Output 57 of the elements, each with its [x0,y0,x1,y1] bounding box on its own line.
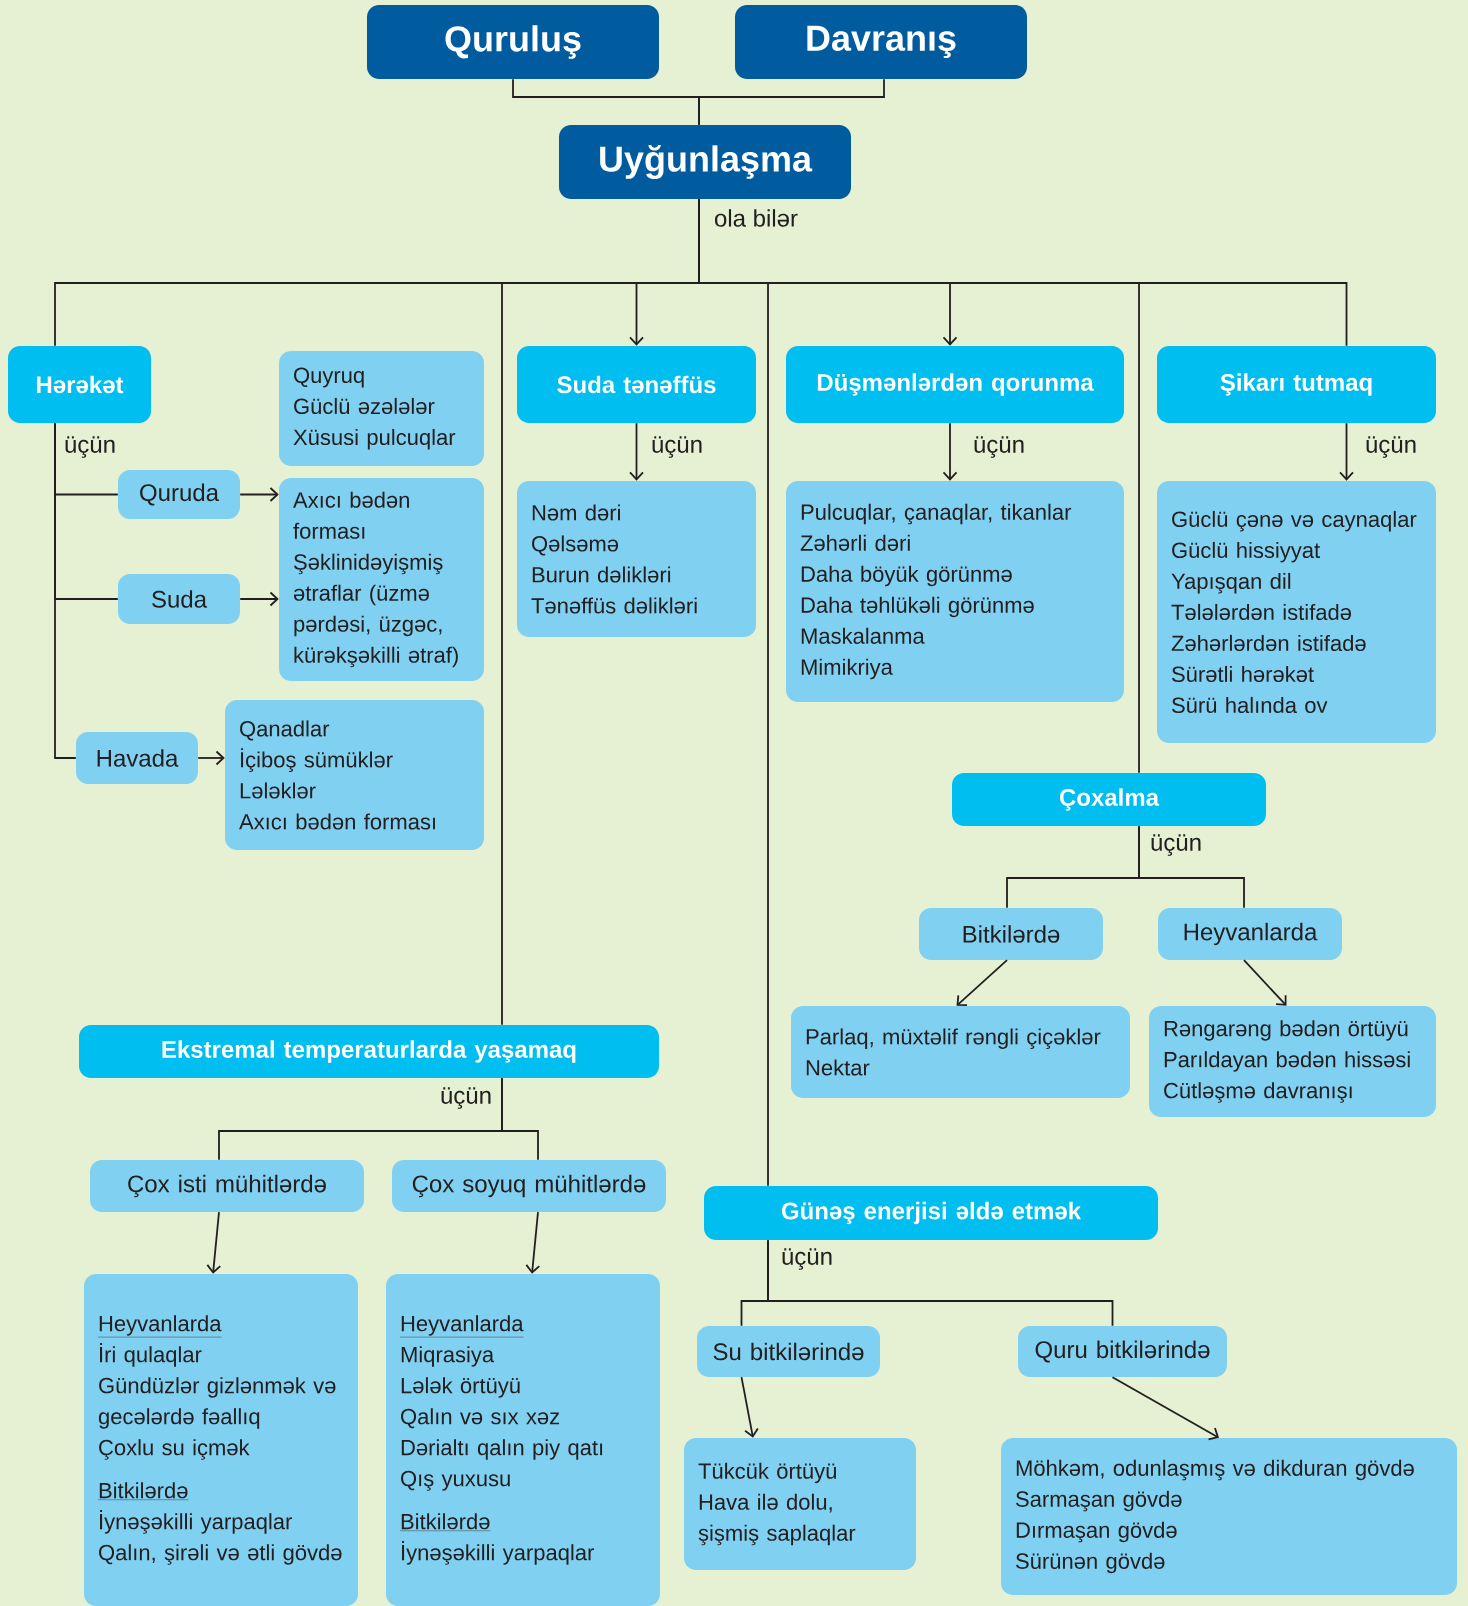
branch-label: ola bilər [713,208,800,228]
connector [740,1376,759,1438]
branch-label: üçün [63,435,117,459]
category-box: Havada [76,732,198,784]
list-box: Heyvanlarda İri qulaqlar Gündüzlər gizlənmək və gecələrdə fəallıq Çoxlu su içmək Bitkilərdə İynəşəkilli yarpaqlar Qalın, şirəli və ətli gövdə [84,1274,358,1606]
heading-box: Çoxalma [952,773,1266,826]
title-box: Quruluş [367,5,659,79]
edge-label: üçün [650,435,705,459]
connector [501,1077,539,1161]
list-box: Heyvanlarda Miqrasiya Lələk örtüyü Qalın və sıx xəz Dərialtı qalın piy qatı Qış yuxusu Bitkilərdə İynəşəkilli yarpaqlar [386,1274,660,1606]
category-box: Quru bitkilərində [1018,1326,1227,1377]
list-box: Pulcuqlar, çanaqlar, tikanlar Zəhərli dəri Daha böyük görünmə Daha təhlükəli görünmə Maskalanma Mimikriya [786,481,1124,702]
list-box: Tükcük örtüyü Hava ilə dolu, şişmiş saplaqlar [684,1438,916,1570]
category-box: Quruda [118,470,240,519]
connector [767,1239,1114,1327]
list-box: Güclü çənə və caynaqlar Güclü hissiyyat Yapışqan dil Tələlərdən istifadə Zəhərlərdən istifadə Sürətli hərəkət Sürü halında ov [1157,481,1436,743]
list-box: Rəngarəng bədən örtüyü Parıldayan bədən hissəsi Cütləşmə davranışı [1149,1006,1436,1117]
list-box: Axıcı bədən forması Şəklinidəyişmiş ətraflar (üzmə pərdəsi, üzgəc, kürəkşəkilli ətraf) [279,478,484,681]
connector [942,422,958,481]
category-box: Suda [118,574,240,624]
heading-box: Günəş enerjisi əldə etmək [704,1186,1158,1240]
heading-box: Suda tənəffüs [517,346,756,423]
connector [1138,825,1245,909]
connector [239,487,279,502]
category-box: Heyvanlarda [1158,908,1342,960]
connector [698,198,1140,774]
branch-label: üçün [780,1247,835,1271]
category-box: Bitkilərdə [919,908,1103,960]
list-box: Parlaq, müxtəlif rəngli çiçəklər Nektar [791,1006,1130,1098]
title-box: Davranış [735,5,1027,79]
connector [197,750,225,766]
connector [206,1211,222,1274]
category-box: Çox isti mühitlərdə [90,1160,364,1212]
heading-box: Düşmənlərdən qorunma [786,346,1124,423]
category-box: Çox soyuq mühitlərdə [392,1160,666,1212]
connector [629,422,644,481]
heading-box: Şikarı tutmaq [1157,346,1436,423]
list-box: Quyruq Güclü əzələlər Xüsusi pulcuqlar [279,351,484,466]
connector [956,959,1008,1006]
connector [54,422,77,759]
connector [525,1211,541,1274]
edge-label: üçün [1364,435,1419,459]
category-box: Su bitkilərində [697,1326,880,1377]
connector [1243,959,1287,1006]
title-box: Uyğunlaşma [559,125,851,199]
connector [1111,1376,1219,1441]
heading-box: Ekstremal temperaturlarda yaşamaq [79,1025,659,1078]
heading-box: Hərəkət [8,346,151,423]
connector [698,78,885,126]
connector [239,591,279,607]
connector [1339,422,1354,481]
list-box: Nəm dəri Qəlsəmə Burun dəlikləri Tənəffüs dəlikləri [517,481,756,637]
edge-label: üçün [972,435,1027,459]
list-box: Möhkəm, odunlaşmış və dikduran gövdə Sarmaşan gövdə Dırmaşan gövdə Sürünən gövdə [1001,1438,1457,1595]
list-box: Qanadlar İçiboş sümüklər Lələklər Axıcı bədən forması [225,700,484,850]
branch-label: üçün [1149,833,1204,857]
branch-label: üçün [439,1086,494,1110]
